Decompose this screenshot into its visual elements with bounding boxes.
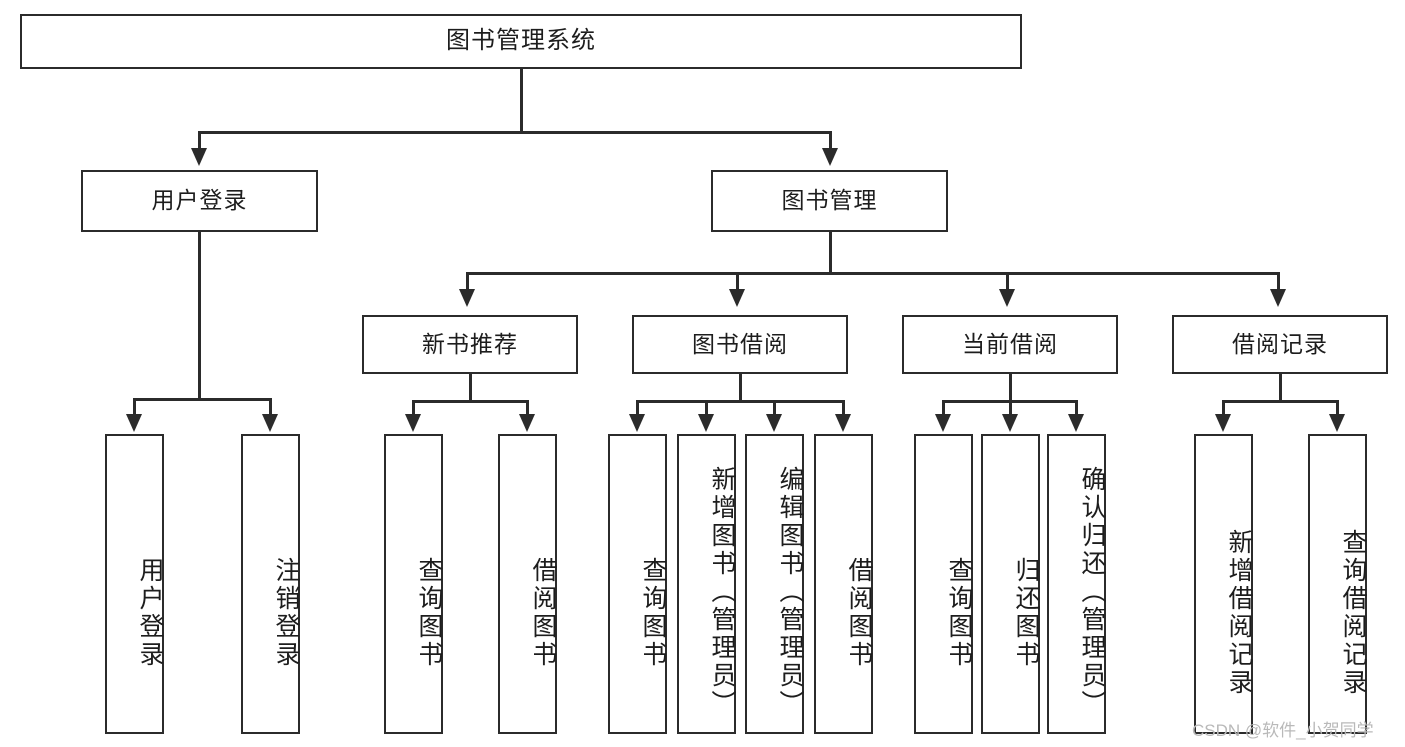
connector-records-bus bbox=[1222, 400, 1338, 403]
connector-recommend-drop-2 bbox=[526, 400, 529, 416]
leaf-recommend-borrow-book[interactable]: 借阅图书 bbox=[498, 434, 557, 734]
leaf-label: 查询图书 bbox=[639, 557, 667, 669]
leaf-borrow-query-book[interactable]: 查询图书 bbox=[608, 434, 667, 734]
connector-book-manage-drop-3 bbox=[1006, 272, 1009, 291]
leaf-user-login[interactable]: 用户登录 bbox=[105, 434, 164, 734]
node-label: 借阅记录 bbox=[1232, 330, 1328, 357]
connector-current-drop-1 bbox=[942, 400, 945, 416]
connector-root-drop-left bbox=[198, 131, 201, 148]
leaf-label: 查询借阅记录 bbox=[1339, 529, 1367, 697]
csdn-watermark: CSDN @软件_小贺同学 bbox=[1192, 721, 1374, 740]
connector-records-drop-1 bbox=[1222, 400, 1225, 416]
node-label: 图书管理 bbox=[781, 187, 878, 214]
node-label: 图书管理系统 bbox=[446, 27, 596, 55]
connector-borrow-bus bbox=[636, 400, 844, 403]
connector-records-drop-2 bbox=[1336, 400, 1339, 416]
leaf-label: 归还图书 bbox=[1012, 557, 1040, 669]
connector-borrow-drop-1 bbox=[636, 400, 639, 416]
connector-book-manage-drop-4 bbox=[1277, 272, 1280, 291]
leaf-logout[interactable]: 注销登录 bbox=[241, 434, 300, 734]
node-current-borrow[interactable]: 当前借阅 bbox=[902, 315, 1118, 374]
connector-book-manage-stem bbox=[829, 232, 832, 273]
node-label: 图书借阅 bbox=[692, 330, 788, 357]
connector-recommend-stem bbox=[469, 374, 472, 401]
leaf-label: 新增借阅记录 bbox=[1225, 529, 1253, 697]
leaf-label: 确认归还（管理员） bbox=[1078, 466, 1106, 718]
leaf-label: 注销登录 bbox=[272, 557, 300, 669]
node-label: 当前借阅 bbox=[962, 330, 1058, 357]
arrow-records-leaf-2 bbox=[1329, 414, 1345, 432]
connector-recommend-bus bbox=[412, 400, 528, 403]
connector-book-manage-drop-2 bbox=[736, 272, 739, 291]
leaf-label: 查询图书 bbox=[415, 557, 443, 669]
node-book-management[interactable]: 图书管理 bbox=[711, 170, 948, 232]
leaf-borrow-edit-book-admin[interactable]: 编辑图书（管理员） bbox=[745, 434, 804, 734]
connector-user-login-drop-2 bbox=[269, 398, 272, 416]
arrow-borrow-leaf-1 bbox=[629, 414, 645, 432]
connector-current-stem bbox=[1009, 374, 1012, 401]
leaf-current-query-book[interactable]: 查询图书 bbox=[914, 434, 973, 734]
node-new-book-recommend[interactable]: 新书推荐 bbox=[362, 315, 578, 374]
node-label: 新书推荐 bbox=[422, 330, 518, 357]
connector-root-stem bbox=[520, 69, 523, 132]
arrow-to-leaf-user-login bbox=[126, 414, 142, 432]
arrow-to-leaf-logout bbox=[262, 414, 278, 432]
leaf-borrow-borrow-book[interactable]: 借阅图书 bbox=[814, 434, 873, 734]
leaf-label: 借阅图书 bbox=[529, 557, 557, 669]
connector-root-drop-right bbox=[829, 131, 832, 148]
connector-root-bus bbox=[198, 131, 831, 134]
connector-records-stem bbox=[1279, 374, 1282, 401]
leaf-label: 新增图书（管理员） bbox=[708, 466, 736, 718]
connector-user-login-stem bbox=[198, 232, 201, 400]
leaf-label: 编辑图书（管理员） bbox=[776, 466, 804, 718]
arrow-to-book-manage bbox=[822, 148, 838, 166]
node-book-borrow[interactable]: 图书借阅 bbox=[632, 315, 848, 374]
connector-user-login-bus bbox=[133, 398, 271, 401]
connector-current-drop-2 bbox=[1009, 400, 1012, 416]
leaf-recommend-query-book[interactable]: 查询图书 bbox=[384, 434, 443, 734]
connector-book-manage-bus bbox=[466, 272, 1280, 275]
arrow-current-leaf-3 bbox=[1068, 414, 1084, 432]
arrow-current-leaf-2 bbox=[1002, 414, 1018, 432]
arrow-to-borrow-records bbox=[1270, 289, 1286, 307]
connector-borrow-drop-3 bbox=[773, 400, 776, 416]
connector-book-manage-drop-1 bbox=[466, 272, 469, 291]
leaf-borrow-add-book-admin[interactable]: 新增图书（管理员） bbox=[677, 434, 736, 734]
arrow-to-new-book-recommend bbox=[459, 289, 475, 307]
leaf-label: 借阅图书 bbox=[845, 557, 873, 669]
arrow-to-book-borrow bbox=[729, 289, 745, 307]
arrow-borrow-leaf-4 bbox=[835, 414, 851, 432]
connector-borrow-stem bbox=[739, 374, 742, 401]
connector-current-drop-3 bbox=[1075, 400, 1078, 416]
connector-borrow-drop-4 bbox=[842, 400, 845, 416]
arrow-borrow-leaf-3 bbox=[766, 414, 782, 432]
leaf-current-return-book[interactable]: 归还图书 bbox=[981, 434, 1040, 734]
arrow-current-leaf-1 bbox=[935, 414, 951, 432]
arrow-to-user-login bbox=[191, 148, 207, 166]
node-label: 用户登录 bbox=[151, 187, 248, 214]
node-root-system[interactable]: 图书管理系统 bbox=[20, 14, 1022, 69]
leaf-label: 查询图书 bbox=[945, 557, 973, 669]
connector-user-login-drop-1 bbox=[133, 398, 136, 416]
arrow-to-current-borrow bbox=[999, 289, 1015, 307]
connector-borrow-drop-2 bbox=[705, 400, 708, 416]
arrow-recommend-leaf-2 bbox=[519, 414, 535, 432]
connector-recommend-drop-1 bbox=[412, 400, 415, 416]
arrow-records-leaf-1 bbox=[1215, 414, 1231, 432]
node-borrow-records[interactable]: 借阅记录 bbox=[1172, 315, 1388, 374]
node-user-login[interactable]: 用户登录 bbox=[81, 170, 318, 232]
leaf-current-confirm-return-admin[interactable]: 确认归还（管理员） bbox=[1047, 434, 1106, 734]
leaf-label: 用户登录 bbox=[136, 557, 164, 669]
arrow-borrow-leaf-2 bbox=[698, 414, 714, 432]
leaf-records-query-record[interactable]: 查询借阅记录 bbox=[1308, 434, 1367, 734]
arrow-recommend-leaf-1 bbox=[405, 414, 421, 432]
leaf-records-add-record[interactable]: 新增借阅记录 bbox=[1194, 434, 1253, 734]
